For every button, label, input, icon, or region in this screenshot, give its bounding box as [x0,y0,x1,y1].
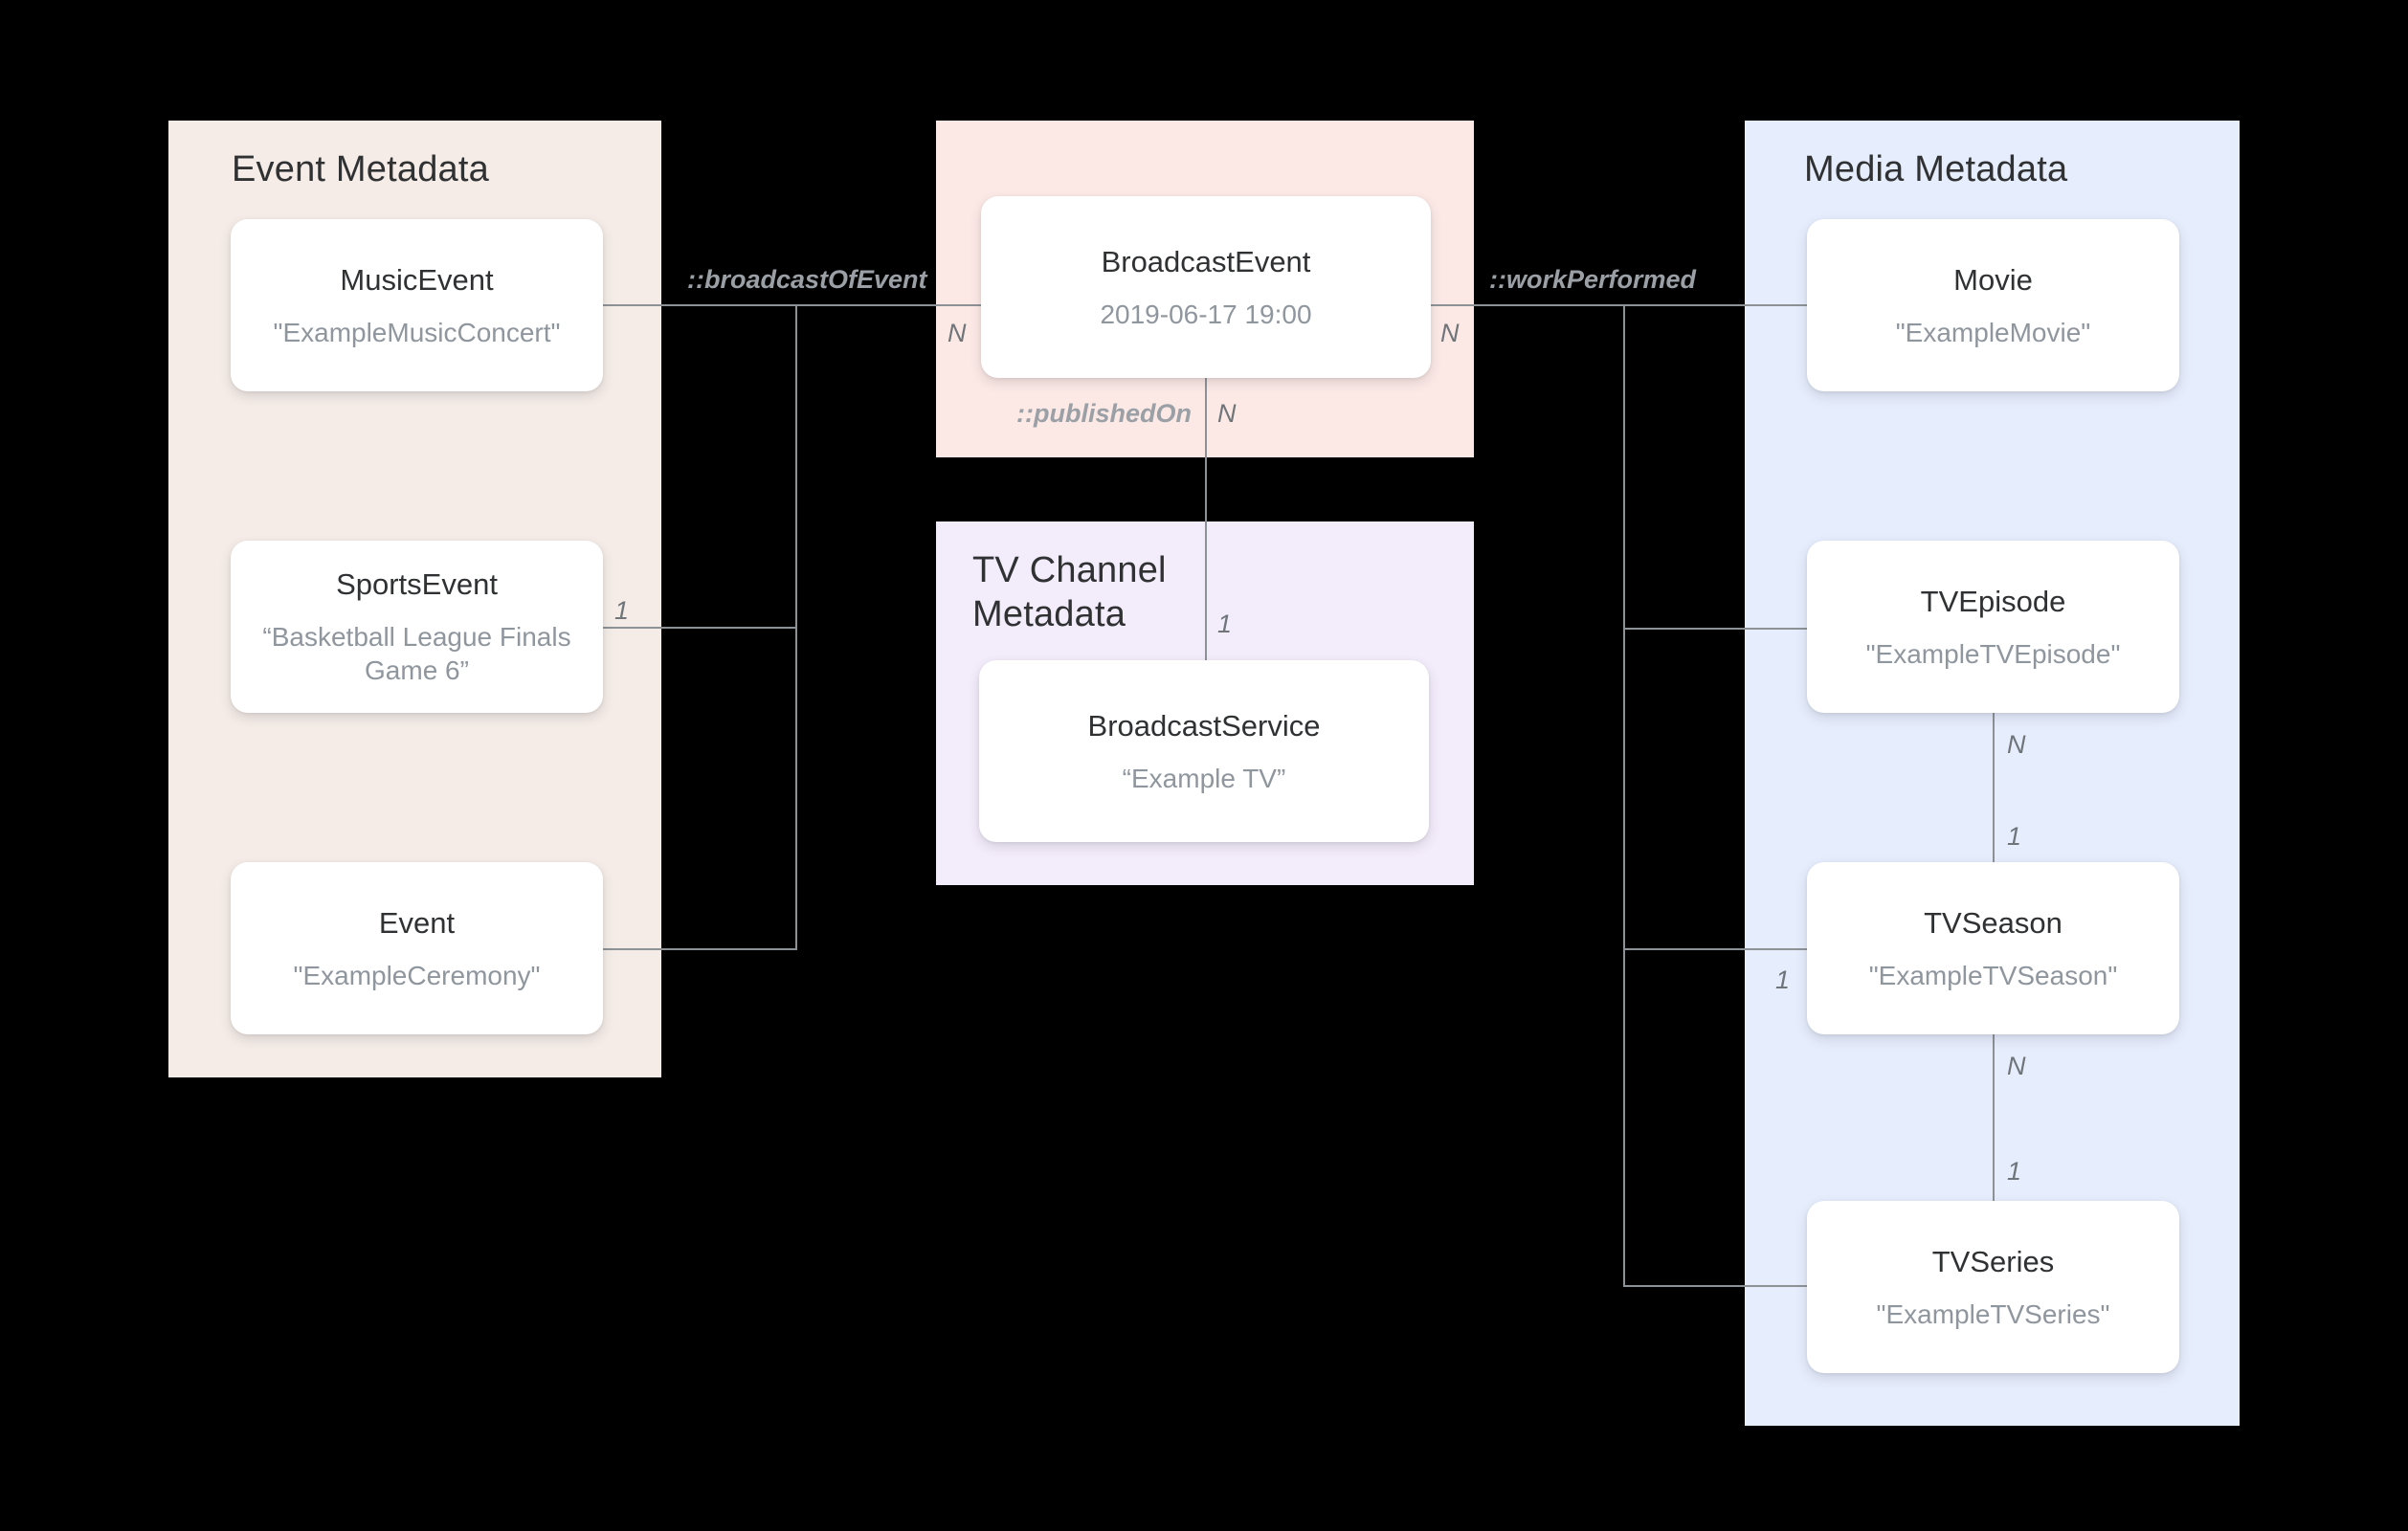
entity-type-broadcastservice: BroadcastService [1087,708,1321,743]
entity-card-tvepisode[interactable]: TVEpisode "ExampleTVEpisode" [1807,541,2179,713]
entity-value-sportsevent: “Basketball League Finals Game 6” [262,622,571,685]
entity-value-broadcastservice: “Example TV” [1122,763,1286,793]
cardinality-tvepisode-n: N [2007,730,2026,759]
connector-workperformed-horizontal [1431,304,1809,306]
panel-title-tv-channel-metadata: TV Channel Metadata [972,550,1167,634]
entity-card-movie[interactable]: Movie "ExampleMovie" [1807,219,2179,391]
connector-publishedon-vertical [1205,378,1207,660]
relationship-label-publishedon: ::publishedOn [1016,399,1192,428]
connector-event-horizontal [603,948,797,950]
entity-type-movie: Movie [1953,262,2033,297]
connector-tvseries-branch [1623,1285,1809,1287]
cardinality-broadcastevent-left: N [948,319,967,347]
cardinality-publishedon-n: N [1217,399,1237,428]
relationship-label-workperformed: ::workPerformed [1489,265,1697,294]
connector-sportsevent-horizontal [603,627,797,629]
panel-title-event-metadata: Event Metadata [232,149,489,189]
entity-type-tvepisode: TVEpisode [1920,584,2066,618]
connector-event-bus-vertical [795,304,797,950]
entity-value-broadcastevent: 2019-06-17 19:00 [1100,299,1312,329]
entity-value-event: "ExampleCeremony" [293,960,541,990]
cardinality-broadcastservice-one: 1 [1217,610,1233,638]
relationship-label-broadcastofevent: ::broadcastOfEvent [687,265,927,294]
cardinality-sportsevent-right: 1 [614,596,630,625]
entity-value-tvseason: "ExampleTVSeason" [1868,960,2118,990]
cardinality-broadcastevent-right: N [1440,319,1460,347]
cardinality-tvseason-one-below-episode: 1 [2007,822,2022,851]
entity-card-tvseries[interactable]: TVSeries "ExampleTVSeries" [1807,1201,2179,1373]
connector-tvepisode-branch [1623,628,1809,630]
entity-type-broadcastevent: BroadcastEvent [1101,244,1311,278]
entity-card-broadcastevent[interactable]: BroadcastEvent 2019-06-17 19:00 [981,196,1431,378]
connector-broadcastofevent-horizontal [795,304,983,306]
connector-tvepisode-tvseason-vertical [1993,713,1995,862]
entity-card-musicevent[interactable]: MusicEvent "ExampleMusicConcert" [231,219,603,391]
panel-title-media-metadata: Media Metadata [1804,149,2068,189]
connector-musicevent-horizontal [603,304,797,306]
entity-card-tvseason[interactable]: TVSeason "ExampleTVSeason" [1807,862,2179,1034]
entity-card-sportsevent[interactable]: SportsEvent “Basketball League Finals Ga… [231,541,603,713]
connector-tvseason-tvseries-vertical [1993,1034,1995,1201]
entity-value-musicevent: "ExampleMusicConcert" [273,317,561,347]
entity-type-sportsevent: SportsEvent [336,567,498,601]
cardinality-tvseason-left-one: 1 [1775,965,1791,994]
cardinality-tvseries-one: 1 [2007,1157,2022,1186]
entity-card-broadcastservice[interactable]: BroadcastService “Example TV” [979,660,1429,842]
entity-value-movie: "ExampleMovie" [1895,317,2091,347]
cardinality-tvseason-n: N [2007,1052,2026,1080]
connector-media-bus-vertical [1623,304,1625,1287]
entity-type-tvseries: TVSeries [1931,1244,2055,1278]
entity-type-event: Event [378,905,456,940]
entity-type-musicevent: MusicEvent [340,262,494,297]
entity-type-tvseason: TVSeason [1924,905,2062,940]
entity-value-tvepisode: "ExampleTVEpisode" [1865,638,2121,669]
entity-value-tvseries: "ExampleTVSeries" [1876,1298,2110,1329]
entity-card-event[interactable]: Event "ExampleCeremony" [231,862,603,1034]
connector-tvseason-branch [1623,948,1809,950]
